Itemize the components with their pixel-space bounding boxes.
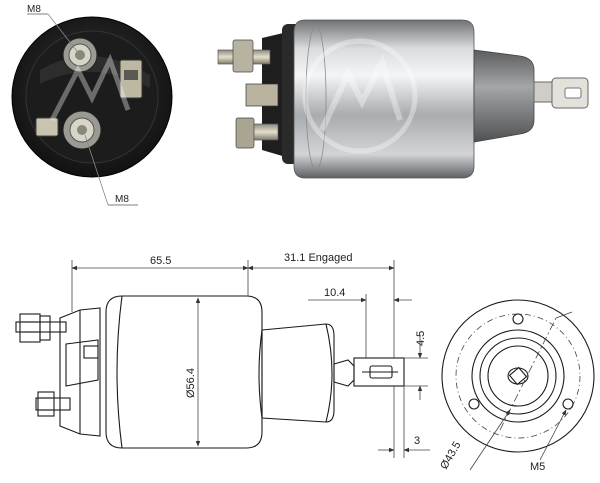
dim-eye-thickness: 3 <box>378 386 430 458</box>
svg-text:31.1 Engaged: 31.1 Engaged <box>284 252 353 264</box>
drawing-front-view: Ø43.5 M5 <box>438 299 595 473</box>
label-top-m8: M8 <box>27 4 81 56</box>
drawing-side-profile: 65.5 31.1 Engaged 10.4 Ø56.4 4.5 <box>15 252 430 458</box>
terminal-bottom-stud <box>35 110 102 150</box>
photo-side-view <box>217 19 589 179</box>
watermark-side <box>302 38 418 154</box>
drawing-stud-lower <box>35 391 71 417</box>
label-bottom-m8: M8 <box>84 134 138 206</box>
small-terminal <box>119 59 143 99</box>
svg-text:4.5: 4.5 <box>415 331 427 346</box>
svg-text:Ø56.4: Ø56.4 <box>185 368 197 398</box>
svg-text:Ø43.5: Ø43.5 <box>438 440 463 472</box>
svg-text:10.4: 10.4 <box>324 287 345 299</box>
svg-text:3: 3 <box>414 435 420 447</box>
dim-body-length: 65.5 <box>71 255 249 312</box>
dim-stud-offset: 10.4 <box>308 287 412 358</box>
svg-text:65.5: 65.5 <box>150 255 171 267</box>
photo-end-view <box>11 16 173 178</box>
svg-text:M5: M5 <box>530 461 545 473</box>
side-stud-bottom <box>235 117 279 149</box>
plunger-eye <box>533 77 589 109</box>
dim-eye-height: 4.5 <box>404 331 428 400</box>
front-plunger-eye <box>507 366 529 386</box>
dim-body-diameter: Ø56.4 <box>185 297 201 447</box>
rubber-boot <box>473 49 535 143</box>
svg-text:M8: M8 <box>27 4 41 15</box>
side-stud-top <box>217 39 271 73</box>
solenoid-body <box>293 19 475 179</box>
drawing-stud-upper <box>15 313 67 343</box>
mounting-holes <box>468 313 574 410</box>
watermark-logo <box>49 53 131 122</box>
dim-mount-thread: M5 <box>530 409 567 473</box>
dim-stroke-engaged: 31.1 Engaged <box>247 252 395 358</box>
svg-text:M8: M8 <box>115 194 129 205</box>
